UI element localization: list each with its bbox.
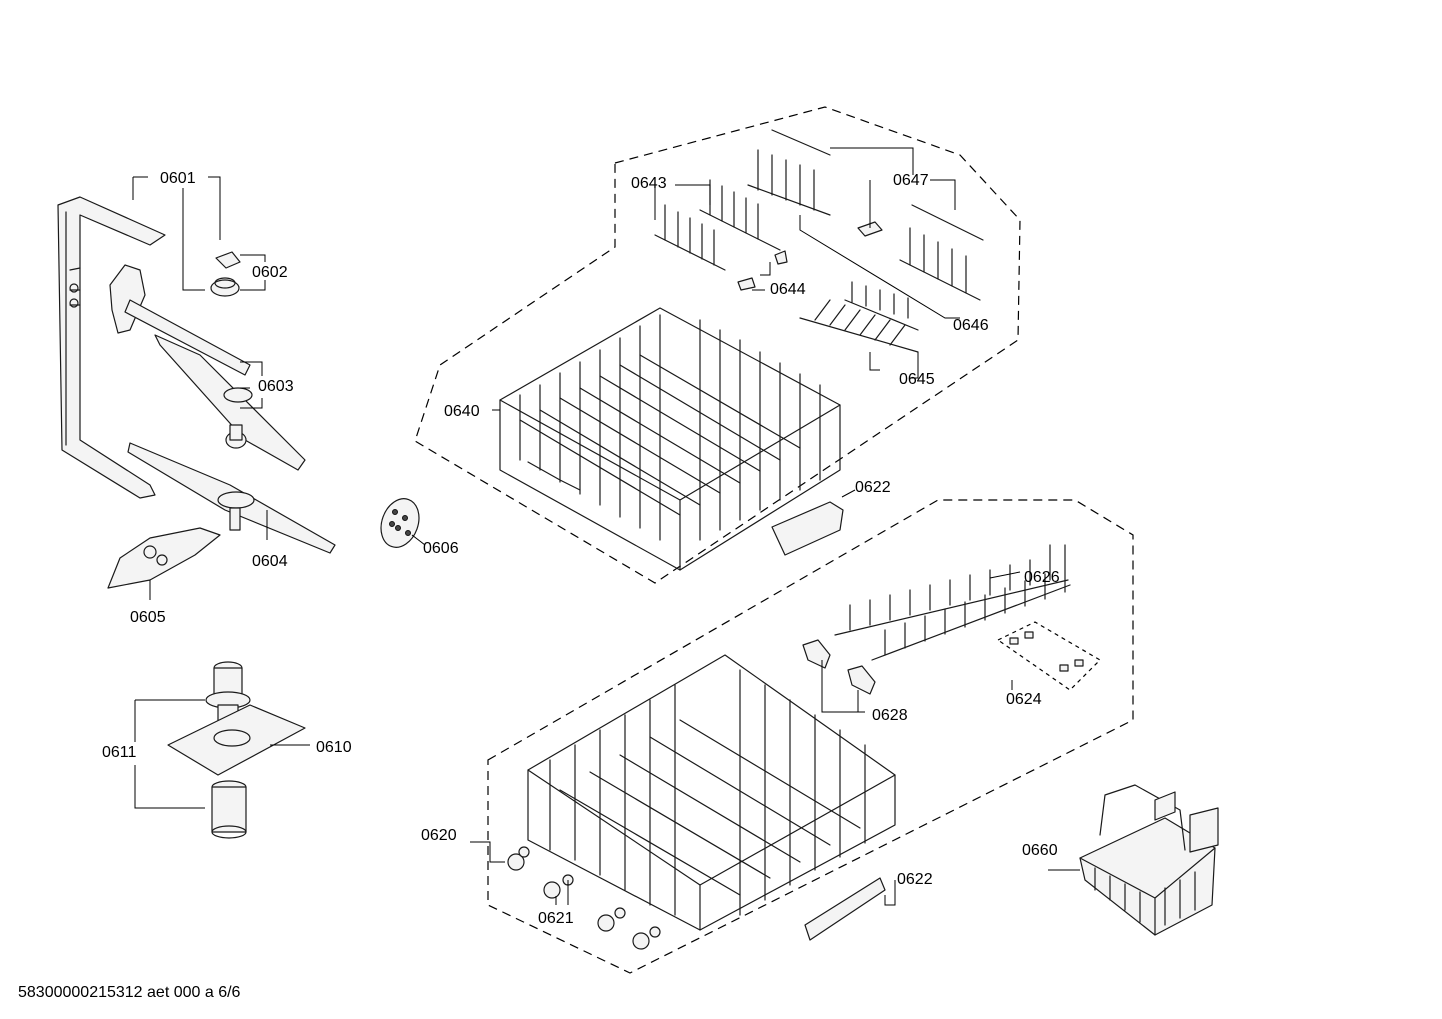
label-0645: 0645 [899,371,935,388]
clips-0628-part [802,639,876,695]
label-0606: 0606 [423,540,459,557]
tine-rack-0626-part [834,544,1071,661]
filter-assembly-part [167,661,306,839]
label-0605: 0605 [130,609,166,626]
label-0620: 0620 [421,827,457,844]
label-0621: 0621 [538,910,574,927]
label-0601: 0601 [160,170,196,187]
label-0610: 0610 [316,739,352,756]
supply-pipe-part [57,196,166,499]
label-0644: 0644 [770,281,806,298]
handle-upper-part [771,501,844,556]
valve-disk-part [380,498,420,548]
lower-basket-part [527,654,896,931]
clips-kit-0624-part [996,621,1101,691]
label-0660: 0660 [1022,842,1058,859]
wheels-0621-part [507,846,661,950]
upper-basket-part [499,307,841,571]
filter-plate-part [107,527,221,589]
nozzle-part [210,251,241,297]
label-0622-lower: 0622 [897,871,933,888]
label-0604: 0604 [252,553,288,570]
handle-lower-part [804,877,886,941]
label-0622-upper: 0622 [855,479,891,496]
tine-rack-0645-part [799,281,919,353]
label-0611: 0611 [102,744,137,761]
lower-basket-group-outline [487,499,1134,974]
label-0646: 0646 [953,317,989,334]
tine-rack-0643-part [654,179,781,271]
lower-spray-arm-part [127,442,336,554]
upper-spray-arm-part [109,264,306,471]
label-0628: 0628 [872,707,908,724]
upper-basket-group-outline [414,106,1021,584]
clip-0644-part [737,250,788,291]
label-0647: 0647 [893,172,929,189]
label-0640: 0640 [444,403,480,420]
label-0603: 0603 [258,378,294,395]
cutlery-basket-part [1079,784,1219,936]
document-code: 58300000215312 aet 000 a 6/6 [18,984,241,1001]
leader-lines [132,147,1080,906]
label-0624: 0624 [1006,691,1042,708]
label-0602: 0602 [252,264,288,281]
label-0643: 0643 [631,175,667,192]
label-0626: 0626 [1024,569,1060,586]
tine-rack-0647-part [747,129,984,301]
